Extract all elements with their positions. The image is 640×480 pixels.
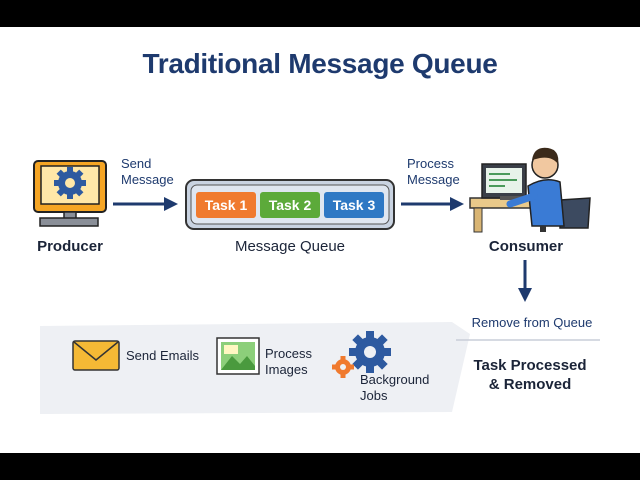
background-jobs-line1: Background bbox=[360, 372, 430, 387]
diagram-title: Traditional Message Queue bbox=[142, 48, 498, 79]
process-message-line1: Process bbox=[407, 156, 454, 171]
arrow-down-icon bbox=[518, 260, 532, 302]
queue-task-3: Task 3 bbox=[324, 192, 384, 218]
envelope-icon bbox=[72, 340, 120, 371]
remove-from-queue-label: Remove from Queue bbox=[471, 315, 593, 330]
task-processed-line2: & Removed bbox=[488, 376, 572, 393]
consumer-label: Consumer bbox=[488, 238, 564, 255]
person-at-computer-icon bbox=[469, 147, 591, 233]
send-message-line1: Send bbox=[121, 156, 152, 171]
arrow-right-icon bbox=[113, 197, 178, 211]
send-emails-label: Send Emails bbox=[126, 348, 199, 363]
task-processed-label: Task Processed & Removed bbox=[460, 356, 600, 394]
task-processed-line1: Task Processed bbox=[473, 357, 587, 374]
process-images-line2: Images bbox=[265, 362, 308, 377]
queue-task-1: Task 1 bbox=[196, 192, 256, 218]
arrow-right-icon bbox=[401, 197, 464, 211]
image-icon bbox=[216, 337, 260, 375]
background-jobs-label: Background Jobs bbox=[360, 372, 429, 404]
message-queue-label: Message Queue bbox=[234, 238, 346, 255]
producer-label: Producer bbox=[37, 238, 103, 255]
process-message-label: Process Message bbox=[407, 156, 460, 188]
process-images-line1: Process bbox=[265, 346, 312, 361]
queue-task-2: Task 2 bbox=[260, 192, 320, 218]
process-message-line2: Message bbox=[407, 172, 460, 187]
send-message-label: Send Message bbox=[121, 156, 174, 188]
send-message-line2: Message bbox=[121, 172, 174, 187]
background-jobs-line2: Jobs bbox=[360, 388, 388, 403]
monitor-gear-icon bbox=[33, 160, 107, 227]
process-images-label: Process Images bbox=[265, 346, 312, 378]
